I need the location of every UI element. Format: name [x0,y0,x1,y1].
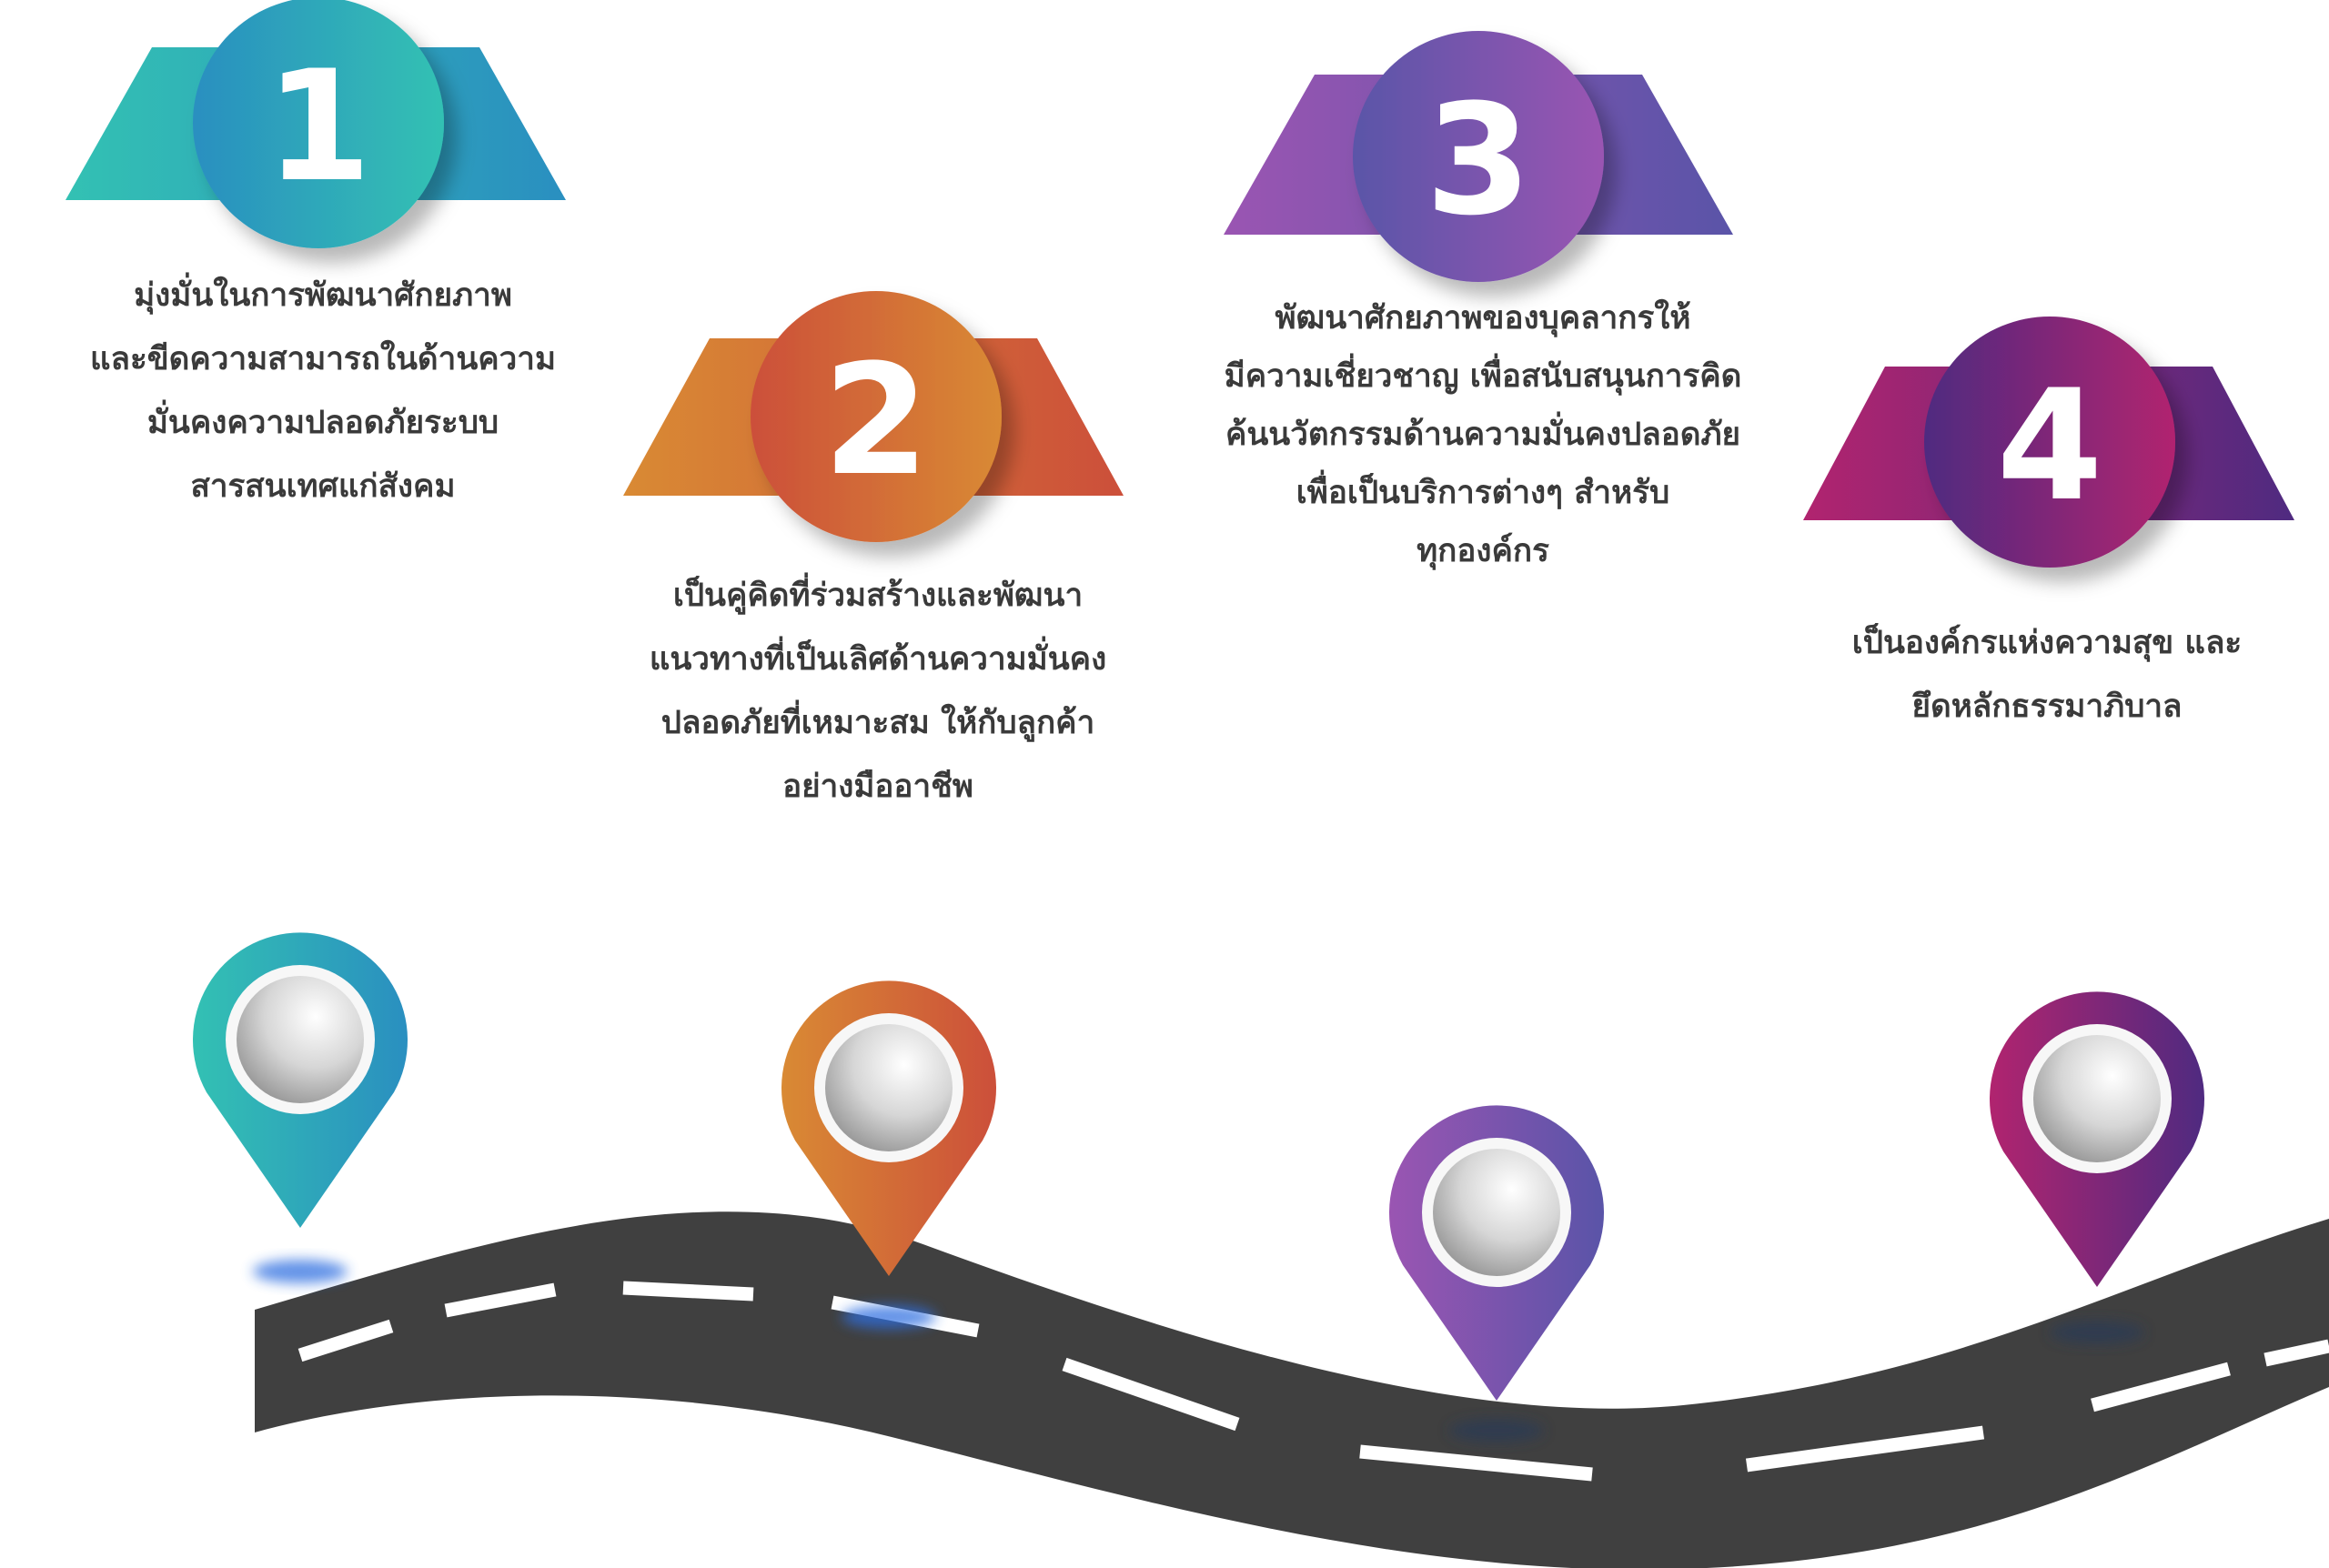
badge-circle [1924,317,2175,568]
map-pin-4 [1990,991,2204,1344]
step-3-number: 3 [1426,71,1532,249]
step-2-line-1: เป็นคู่คิดที่ร่วมสร้างและพัฒนา [672,578,1084,614]
step-1-line-2: และขีดความสามารถในด้านความ [89,341,557,377]
road-lane-dash [1062,1357,1240,1432]
road-lane-dash [297,1319,394,1362]
step-1-line-3: มั่นคงความปลอดภัยระบบ [146,405,499,441]
step-2-line-4: อย่างมืออาชีพ [782,769,973,805]
badge-circle [1353,31,1604,282]
step-2-line-3: ปลอดภัยที่เหมาะสม ให้กับลูกค้า [660,705,1095,741]
step-2-description: เป็นคู่คิดที่ร่วมสร้างและพัฒนา แนวทางที่… [582,564,1174,819]
step-1-description: มุ่งมั่นในการพัฒนาศักยภาพ และขีดความสามา… [27,264,619,518]
road [255,1211,2329,1568]
step-4-line-2: ยึดหลักธรรมาภิบาล [1911,689,2183,725]
step-3-line-5: ทุกองค์กร [1417,533,1549,569]
step-1-line-4: สารสนเทศแก่สังคม [190,468,456,505]
road-lane-dash [1359,1444,1593,1482]
step-1-badge: 1 [66,0,566,248]
road-lane-dash [444,1282,557,1318]
step-4-number: 4 [1997,357,2103,535]
pin-ground-shadow [842,1305,936,1329]
road-surface [255,1211,2329,1568]
map-pin-2 [781,980,996,1329]
map-pin-1 [193,932,408,1283]
step-3-line-3: ค้นนวัตกรรมด้านความมั่นคงปลอดภัย [1225,417,1741,453]
road-lane-dash [622,1281,754,1302]
badge-circle [751,291,1002,542]
step-4-badge: 4 [1803,317,2294,568]
step-3-line-2: มีความเชี่ยวชาญ เพื่อสนับสนุนการคิด [1224,358,1742,395]
map-pins [193,932,2204,1442]
road-lane-dash [2263,1339,2329,1367]
pin-ground-shadow [2050,1321,2144,1344]
step-4-line-1: เป็นองค์กรแห่งความสุข และ [1851,625,2243,661]
step-1-line-1: มุ่งมั่นในการพัฒนาศักยภาพ [134,277,512,314]
pin-ground-shadow [1449,1419,1544,1442]
road-lane-dash [1745,1425,1985,1473]
pin-center-disc [1433,1149,1560,1276]
map-pin-3 [1388,1105,1604,1442]
step-4-description: เป็นองค์กรแห่งความสุข และ ยึดหลักธรรมาภิ… [1765,611,2329,739]
badge-circle [193,0,444,248]
step-1-number: 1 [266,37,372,216]
step-2-badge: 2 [623,291,1124,542]
pin-ground-shadow [253,1260,348,1283]
step-2-number: 2 [823,331,930,509]
step-3-line-4: เพื่อเป็นบริการต่างๆ สำหรับ [1296,475,1670,511]
pin-center-disc [237,976,364,1103]
pin-center-disc [2033,1035,2161,1162]
step-3-description: พัฒนาศักยภาพของบุคลากรให้ มีความเชี่ยวชา… [1183,289,1783,580]
road-lane-dash [2091,1362,2231,1412]
pin-center-disc [825,1024,953,1151]
step-3-badge: 3 [1224,31,1733,282]
step-2-line-2: แนวทางที่เป็นเลิศด้านความมั่นคง [649,641,1107,678]
step-3-line-1: พัฒนาศักยภาพของบุคลากรให้ [1275,300,1691,337]
step-badges: 1 2 3 4 [66,0,2294,568]
